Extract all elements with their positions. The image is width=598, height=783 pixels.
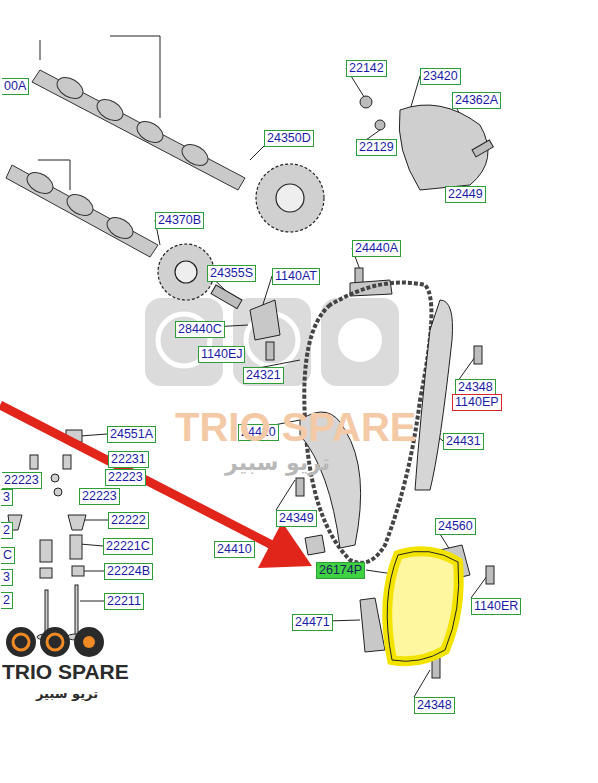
callout-number: 1140AT [275,269,317,283]
callout-box: 26174P [316,562,365,579]
callout-number: 22223 [82,489,117,503]
callout-box: 22223 [2,472,42,489]
callout-box: 22224B [104,563,153,580]
callout-number: 22231 [111,452,146,466]
callout-number: 00A [4,79,26,93]
callout-number: 1140ER [474,599,518,613]
callout-number: 22129 [359,140,394,154]
callout-box: 24551A [107,426,156,443]
callout-number: 24370B [158,213,201,227]
sprocket [305,535,325,555]
callout-box: 1140AT [272,268,320,285]
callout-number: 24362A [455,93,498,107]
callout-number: 24551A [110,427,153,441]
tensioner [250,300,280,340]
callout-box: 28440C [175,321,225,338]
callout-number: 22211 [107,594,141,608]
logo-text-arabic: تريو سبير [36,686,98,701]
callout-number: 3 [3,490,10,504]
callout-box: 22223 [105,469,146,486]
callout-number: 28440C [178,322,222,336]
guide-outline [387,551,459,661]
callout-box: 22231 [108,451,149,468]
callout-number: 24471 [295,615,330,629]
callout-box: 24355S [207,265,256,282]
callout-number: 22449 [448,187,483,201]
callout-box: 24560 [435,518,476,535]
callout-number: C [3,548,12,562]
callout-number: 24440A [355,241,398,255]
cam-sprocket [158,164,324,300]
callout-box: 3 [1,569,13,586]
callout-number: 26174P [319,563,362,577]
callout-number: 24348 [458,380,493,394]
watermark: TRIO SPARE [175,405,417,450]
callout-number: 24321 [246,368,281,382]
callout-box: 24471 [292,614,333,631]
callout-box: 22223 [79,488,120,505]
callout-number: 22223 [4,473,39,487]
callout-number: 2 [3,523,10,537]
callout-number: 2 [3,593,10,607]
watermark-icons [145,298,399,386]
cover [399,105,488,190]
callout-number: 24355S [210,266,253,280]
callout-box: 2 [1,522,13,539]
callout-box: 1140EJ [198,346,245,363]
callout-number: 24348 [417,698,452,712]
watermark-arabic: تريو سبير [225,450,330,475]
callout-number: 3 [3,570,10,584]
callout-number: 1140EJ [201,347,242,361]
callout-number: 23420 [423,69,458,83]
callout-number: 24350D [267,131,311,145]
callout-box: 3 [1,489,13,506]
callout-number: 22222 [111,513,146,527]
callout-box: 24348 [414,697,455,714]
callout-box: 24350D [264,130,314,147]
callout-number: 22223 [108,470,143,484]
callout-box: 22222 [108,512,149,529]
callout-box: 1140EP [452,394,502,411]
callout-box: 24321 [243,367,284,384]
callout-box: 22129 [356,139,397,156]
callout-box: 22142 [346,60,387,77]
callout-box: 2 [1,592,13,609]
camshaft [6,70,245,257]
callout-box: 24349 [276,510,317,527]
callout-box: 1140ER [471,598,521,615]
callout-number: 24560 [438,519,473,533]
valve-part [8,430,86,640]
callout-box: 24362A [452,92,501,109]
callout-number: 1140EP [455,395,499,409]
callout-box: 24431 [443,433,484,450]
callout-number: 22142 [349,61,384,75]
chain-guide [360,598,385,652]
callout-box: C [1,547,15,564]
callout-box: 00A [2,78,29,95]
callout-number: 22221C [106,539,150,553]
callout-number: 22224B [107,564,150,578]
callout-box: 22449 [445,186,486,203]
callout-box: 23420 [420,68,461,85]
logo-icons [6,627,104,657]
chain-guide [415,300,453,490]
seal [375,120,385,130]
callout-number: 24349 [279,511,314,525]
callout-box: 24370B [155,212,204,229]
callout-box: 24410 [214,541,255,558]
leader-line [38,36,490,697]
callout-box: 24440A [352,240,401,257]
callout-number: 24431 [446,434,481,448]
callout-box: 22221C [103,538,153,555]
callout-box: 22211 [104,593,144,610]
highlighted-guide [387,551,459,661]
callout-number: 24410 [217,542,252,556]
washer [360,96,372,108]
logo-text: TRIO SPARE [2,660,129,684]
